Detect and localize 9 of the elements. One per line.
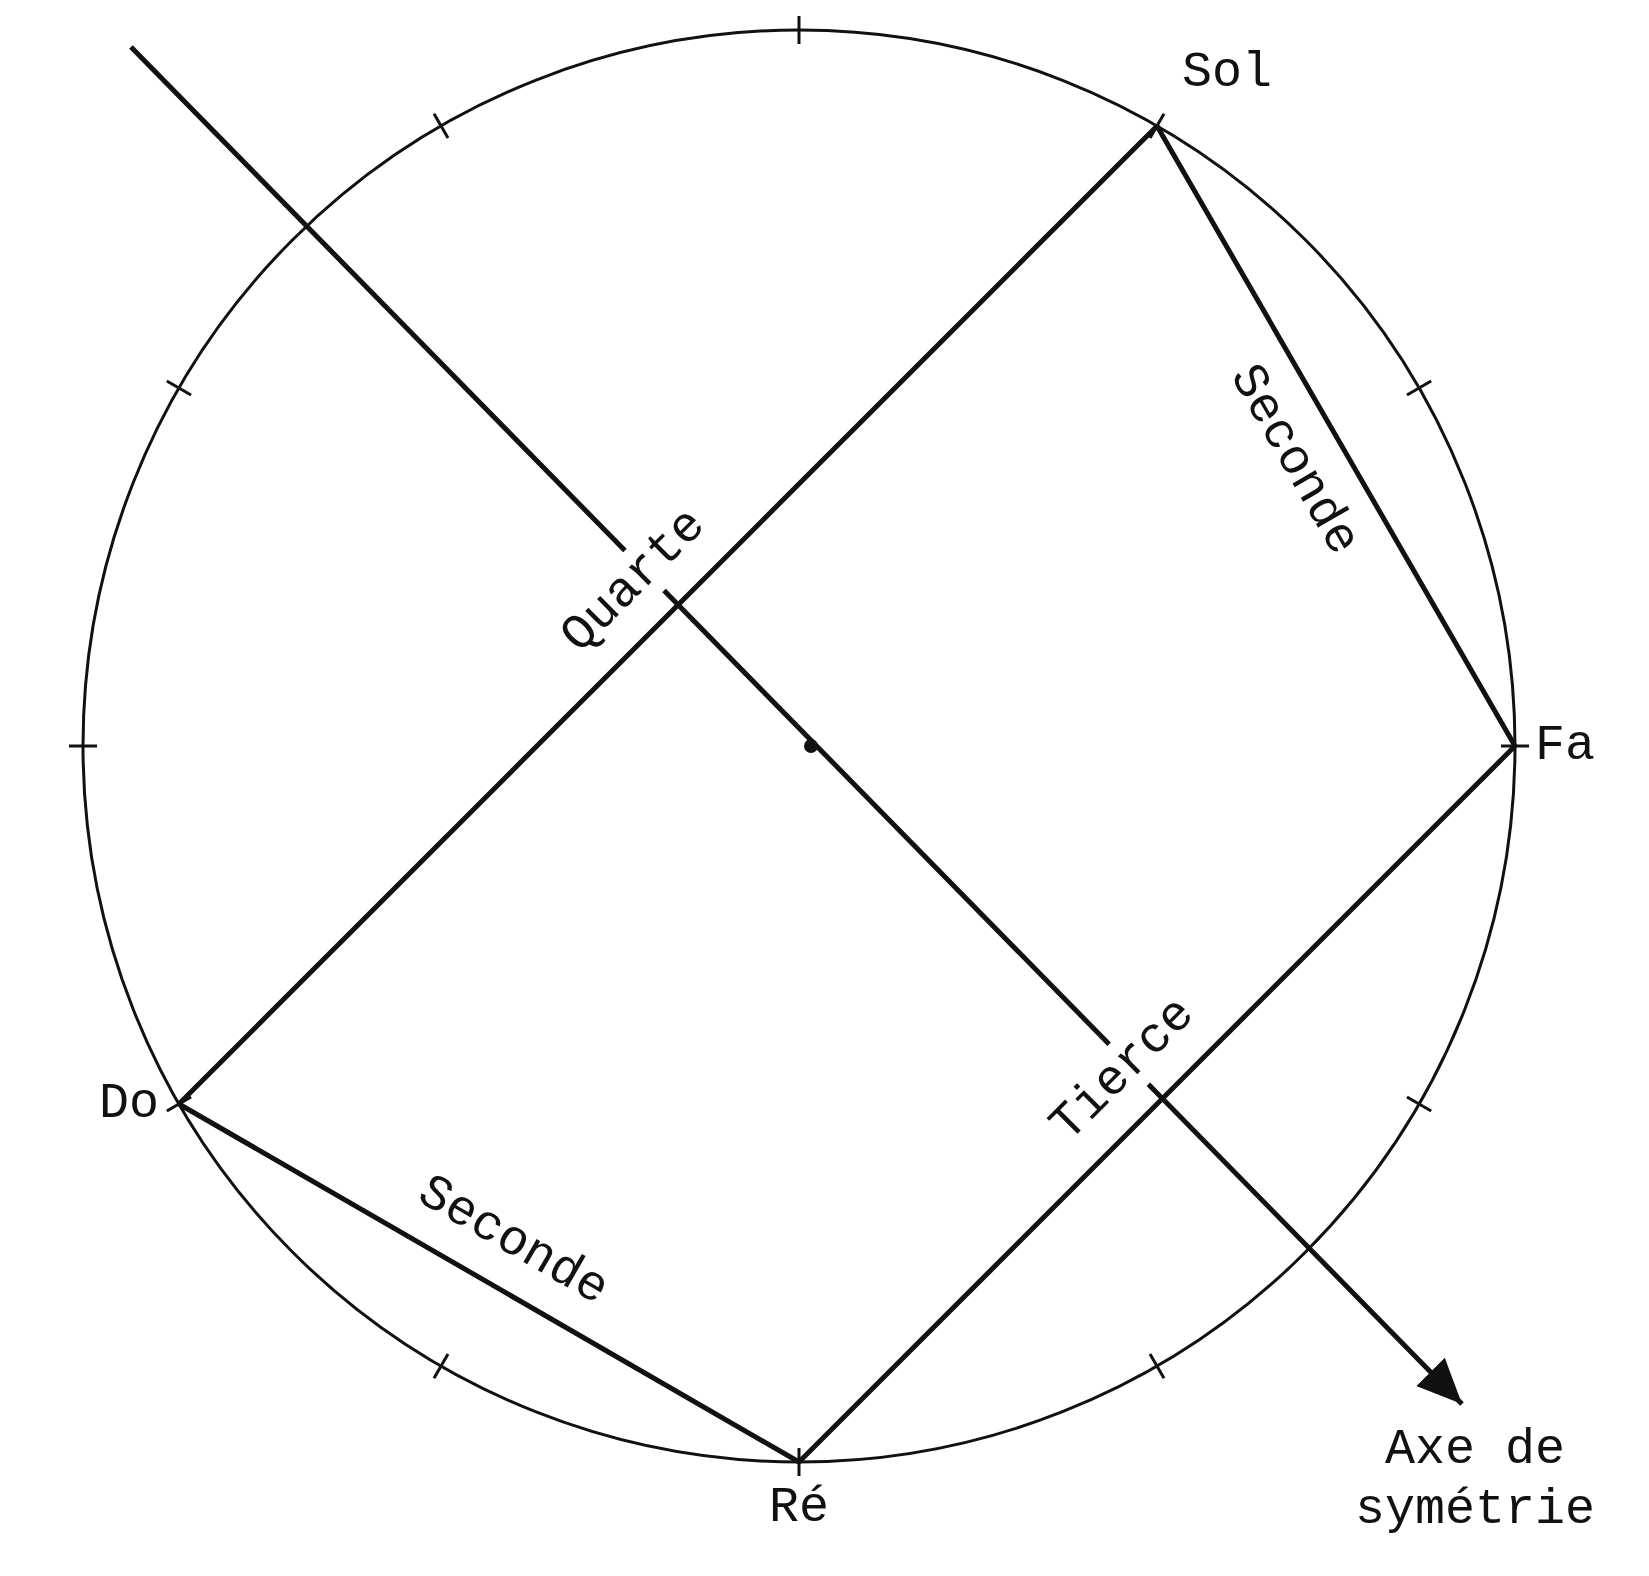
chord-line xyxy=(797,744,1517,1464)
note-label: Sol xyxy=(1182,44,1272,101)
axis-label: Axe de symétrie xyxy=(1353,1420,1596,1540)
note-label: Ré xyxy=(769,1480,829,1536)
chord-line xyxy=(1154,124,1518,748)
chord-line xyxy=(177,124,1159,1106)
note-label: Fa xyxy=(1535,718,1595,774)
chord-line xyxy=(177,1101,801,1465)
note-label: Do xyxy=(98,1076,159,1132)
